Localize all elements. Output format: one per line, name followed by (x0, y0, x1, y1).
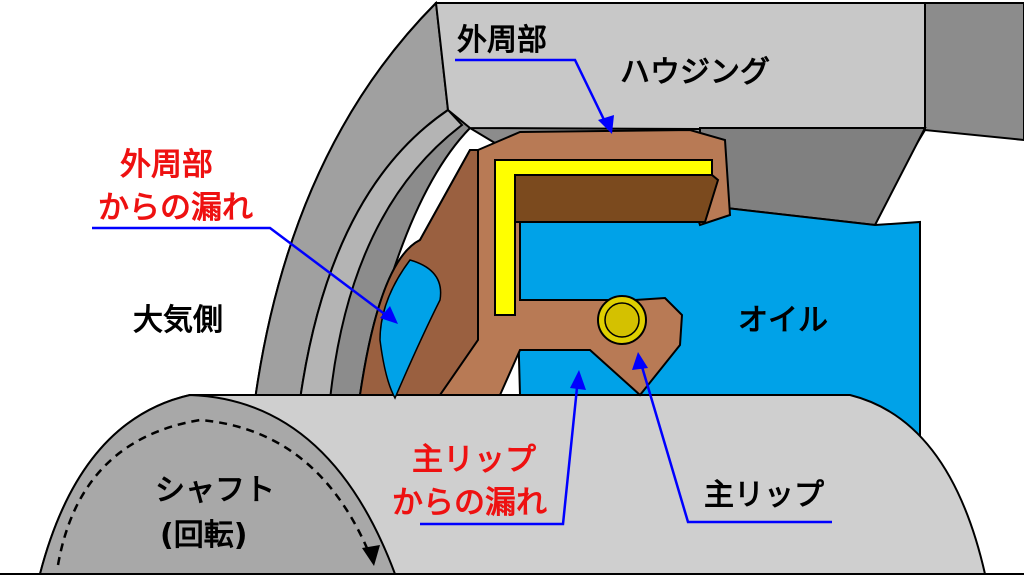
label-outer-leak-line2: からの漏れ (98, 190, 253, 226)
label-atmosphere-side: 大気側 (133, 303, 223, 338)
leader-main-lip-leak (420, 377, 580, 526)
garter-spring-inner (604, 302, 640, 338)
shaft-end-face (38, 393, 397, 575)
label-shaft-line2: (回転) (160, 518, 247, 553)
leader-main-lip (638, 359, 832, 524)
arrowhead-outer-part (598, 115, 614, 134)
label-outer-part: 外周部 (457, 23, 547, 58)
metal-ring-shade (514, 174, 720, 223)
rotation-arrowhead (362, 545, 380, 566)
label-main-lip-leak-line2: からの漏れ (392, 485, 547, 521)
leader-outer-leak (92, 226, 391, 319)
arrowhead-main-lip (632, 352, 648, 370)
arrowhead-main-lip-leak (570, 370, 586, 390)
label-outer-leak-line1: 外周部 (120, 147, 213, 183)
arrowhead-outer-leak (380, 306, 398, 324)
label-main-lip-leak-line1: 主リップ (412, 442, 537, 478)
label-shaft-line1: シャフト (155, 473, 275, 508)
housing-block (434, 1, 926, 132)
leader-outer-part (455, 58, 610, 129)
label-housing: ハウジング (620, 55, 770, 90)
rotation-arrow (56, 418, 374, 566)
label-main-lip: 主リップ (704, 478, 825, 513)
label-oil: オイル (738, 303, 828, 338)
